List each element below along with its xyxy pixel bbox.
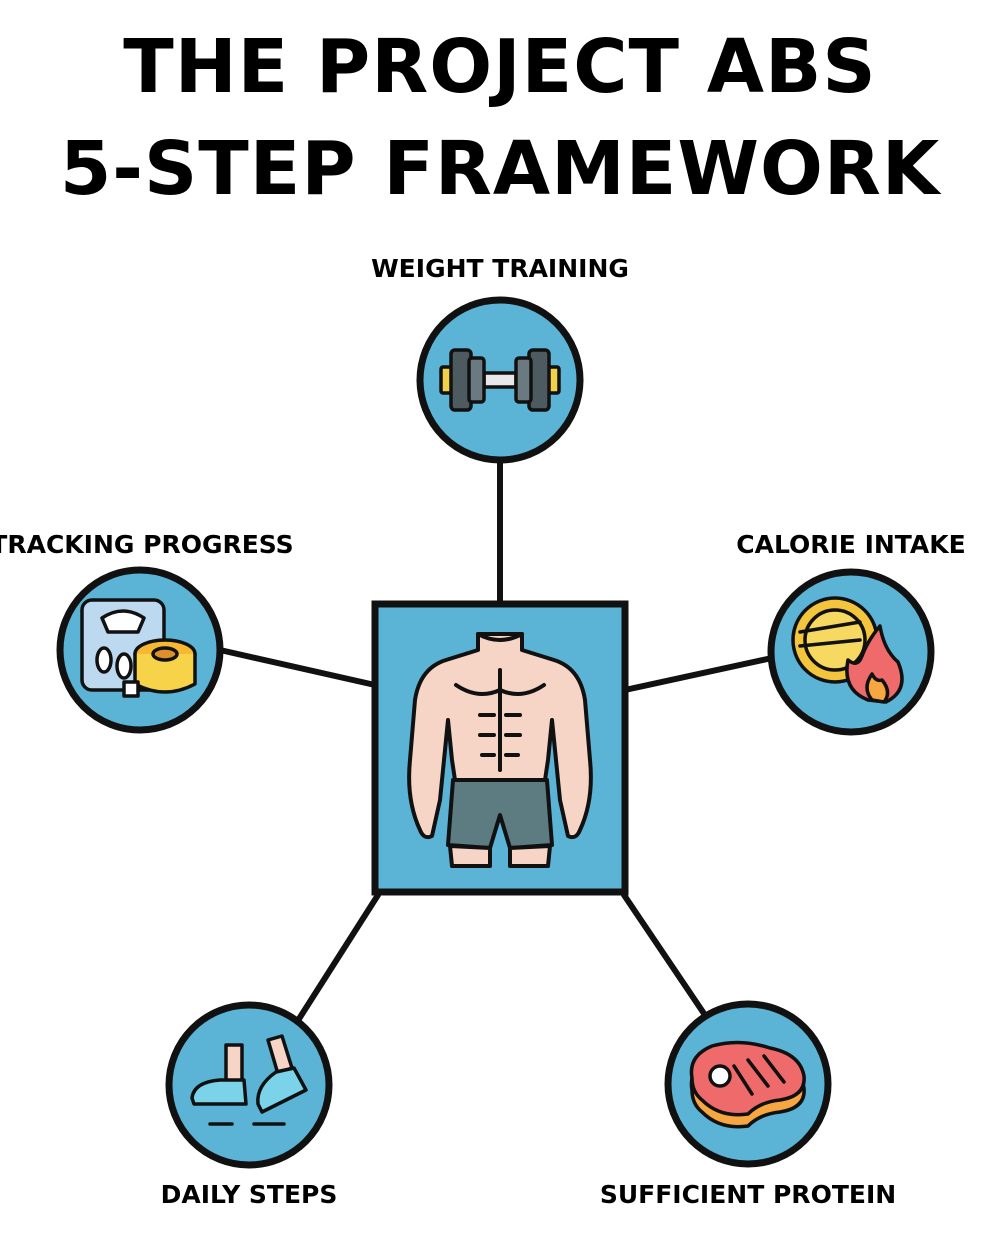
label-calorie-intake: CALORIE INTAKE — [736, 530, 966, 559]
label-sufficient-protein: SUFFICIENT PROTEIN — [599, 1180, 897, 1209]
connector-calorie-intake — [622, 655, 775, 693]
connector-sufficient-protein — [621, 892, 710, 1021]
node-calorie-intake — [767, 568, 935, 736]
label-daily-steps: DAILY STEPS — [160, 1180, 338, 1209]
title-line-2: 5-STEP FRAMEWORK — [59, 126, 941, 212]
node-tracking-progress — [56, 566, 224, 734]
node-daily-steps — [165, 1001, 333, 1169]
node-sufficient-protein — [664, 1000, 832, 1168]
scale-tape-measure-icon — [80, 598, 197, 698]
sneakers-icon — [190, 1034, 308, 1126]
node-weight-training — [416, 296, 584, 464]
steak-icon — [689, 1040, 806, 1129]
label-tracking-progress: TRACKING PROGRESS — [0, 530, 294, 559]
connector-daily-steps — [294, 892, 381, 1025]
dumbbell-icon — [439, 348, 561, 412]
title-line-1: THE PROJECT ABS — [123, 24, 877, 110]
muscular-torso-icon — [407, 632, 593, 868]
connector-tracking-progress — [217, 647, 378, 688]
center-node — [371, 600, 629, 896]
plate-flame-icon — [791, 596, 904, 704]
connectors — [217, 459, 775, 1025]
label-weight-training: WEIGHT TRAINING — [371, 254, 629, 283]
